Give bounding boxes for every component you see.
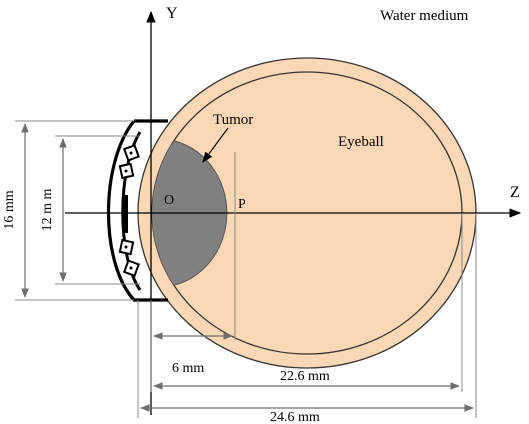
y-axis-label: Y xyxy=(166,5,178,22)
z-axis-label: Z xyxy=(510,184,520,201)
dim-6mm-label: 6 mm xyxy=(172,361,204,376)
eyeball-label: Eyeball xyxy=(338,134,384,150)
dim-22-6mm-label: 22.6 mm xyxy=(280,369,330,384)
dim-16mm-label: 16 mm xyxy=(2,190,17,229)
tumor xyxy=(152,137,228,287)
dim-24-6mm-label: 24.6 mm xyxy=(270,410,320,424)
dim-12mm-label: 12 m m xyxy=(40,189,55,232)
tumor-leader xyxy=(202,127,229,163)
point-p-label: P xyxy=(238,197,246,212)
water-medium-label: Water medium xyxy=(380,8,469,24)
origin-label: O xyxy=(164,193,174,208)
tumor-label: Tumor xyxy=(213,112,253,128)
eye-plaque xyxy=(107,119,168,302)
